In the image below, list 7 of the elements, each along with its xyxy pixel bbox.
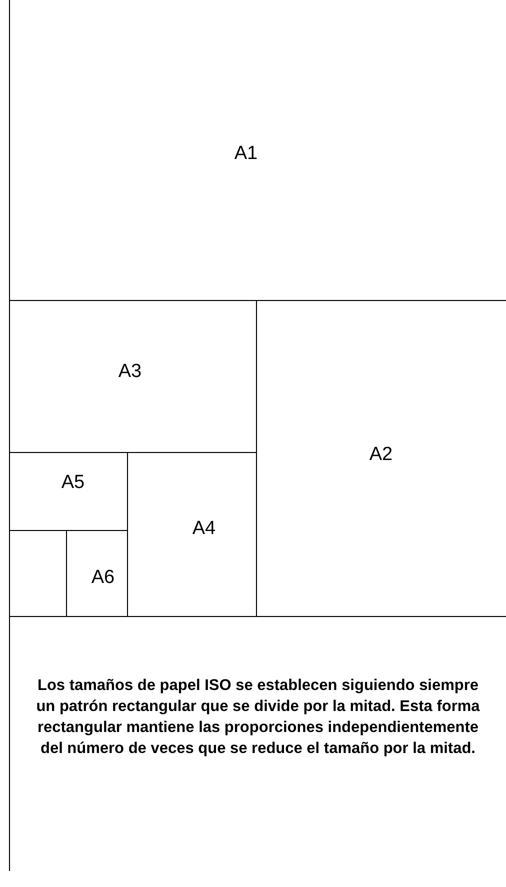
size-label: A1 — [234, 143, 258, 165]
size-label: A4 — [192, 518, 216, 540]
size-label: A2 — [369, 444, 393, 466]
size-label: A5 — [61, 472, 85, 494]
size-label: A6 — [91, 567, 115, 589]
caption: Los tamaños de papel ISO se establecen siguiendo siempre un patrón rectangular que se divide por la mitad. Esta forma rectangular mantiene las proporciones independientemente del número de veces que se reduce el tamaño por la mitad. — [35, 676, 481, 759]
size-label: A3 — [118, 361, 142, 383]
